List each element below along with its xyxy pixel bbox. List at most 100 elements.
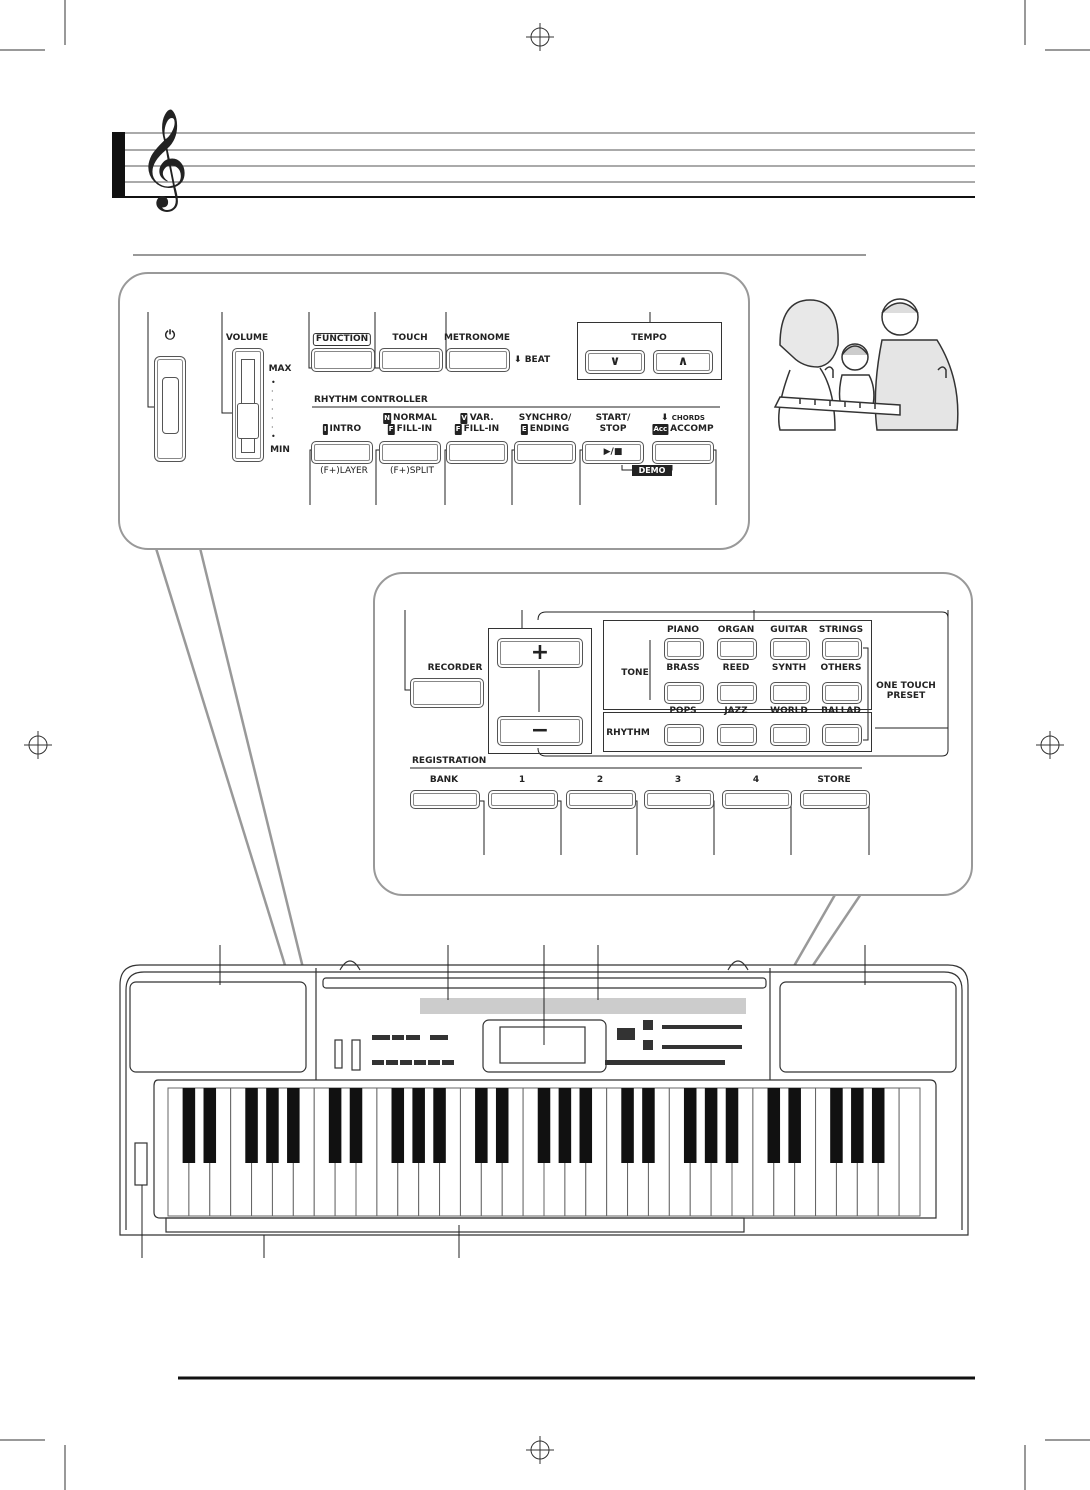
crosshair-icon — [526, 23, 554, 51]
registration-label-3: 3 — [674, 775, 682, 785]
tone-label: TONE — [621, 668, 649, 678]
rhythm-button-label-line2: STOP — [600, 424, 627, 435]
black-key — [266, 1088, 279, 1163]
preset-label: BALLAD — [821, 706, 861, 716]
minus-button[interactable]: − — [497, 716, 583, 746]
registration-button-2[interactable] — [566, 790, 636, 809]
touch-button[interactable] — [379, 348, 443, 372]
registration-label: REGISTRATION — [412, 756, 487, 766]
registration-label-2: 2 — [596, 775, 604, 785]
preset-label: STRINGS — [818, 625, 864, 635]
registration-button-3[interactable] — [644, 790, 714, 809]
badge-icon: V — [460, 413, 468, 424]
tone-group — [603, 620, 872, 710]
rhythm-button-label-text: SYNCHRO/ — [518, 413, 572, 423]
black-key — [683, 1088, 697, 1163]
rhythm-controller-button-5[interactable] — [652, 441, 714, 464]
download-icon: ⬇ — [661, 413, 672, 423]
black-key — [475, 1088, 488, 1163]
preset-button-synth[interactable] — [770, 682, 810, 704]
preset-button-jazz[interactable] — [717, 724, 757, 746]
black-key — [245, 1088, 258, 1163]
badge-icon: Acc — [652, 424, 669, 435]
registration-button-store[interactable] — [800, 790, 870, 809]
black-key — [433, 1088, 446, 1163]
rhythm-label: RHYTHM — [606, 728, 650, 738]
volume-knob[interactable] — [237, 403, 259, 439]
volume-slider[interactable] — [232, 348, 264, 462]
rhythm-button-label-text: FILL-IN — [463, 424, 500, 434]
rhythm-button-label-line1: START/ — [596, 413, 631, 424]
preset-button-organ[interactable] — [717, 638, 757, 660]
preset-button-ballad[interactable] — [822, 724, 862, 746]
preset-button-others[interactable] — [822, 682, 862, 704]
badge-icon: F — [454, 424, 462, 435]
preset-button-guitar[interactable] — [770, 638, 810, 660]
preset-label: OTHERS — [820, 663, 862, 673]
plus-button[interactable]: + — [497, 638, 583, 668]
preset-button-world[interactable] — [770, 724, 810, 746]
preset-button-piano[interactable] — [664, 638, 704, 660]
black-key — [287, 1088, 300, 1163]
preset-button-reed[interactable] — [717, 682, 757, 704]
black-key — [328, 1088, 342, 1163]
metronome-button[interactable] — [446, 348, 510, 372]
preset-button-pops[interactable] — [664, 724, 704, 746]
registration-button-bank[interactable] — [410, 790, 480, 809]
preset-button-strings[interactable] — [822, 638, 862, 660]
registration-label-0: BANK — [429, 775, 459, 785]
registration-label-1: 1 — [518, 775, 526, 785]
power-switch-knob — [162, 377, 179, 434]
preset-label: PIANO — [666, 625, 700, 635]
crosshair-icon — [526, 1436, 554, 1464]
rhythm-button-label-text: CHORDS — [671, 414, 705, 422]
registration-button-4[interactable] — [722, 790, 792, 809]
black-key — [203, 1088, 217, 1163]
plus-minus-group — [488, 628, 592, 754]
rhythm-group — [603, 712, 872, 752]
crosshair-icon — [1036, 731, 1064, 759]
tempo-down-button[interactable]: ∨ — [585, 350, 645, 374]
registration-button-1[interactable] — [488, 790, 558, 809]
rhythm-button-label-text: START/ — [595, 413, 631, 423]
recorder-label: RECORDER — [427, 663, 483, 673]
rhythm-controller-button-0[interactable] — [311, 441, 373, 464]
tempo-up-button[interactable]: ∧ — [653, 350, 713, 374]
rhythm-button-label-text: VAR. — [469, 413, 494, 423]
black-key — [830, 1088, 843, 1163]
rhythm-controller-button-1[interactable] — [379, 441, 441, 464]
rhythm-button-label-text: ACCOMP — [670, 424, 714, 434]
preset-label: REED — [722, 663, 750, 673]
one-touch-preset-label: ONE TOUCH PRESET — [876, 681, 936, 701]
rhythm-controller-button-4[interactable]: ▶/■ — [582, 441, 644, 464]
rhythm-controller-button-2[interactable] — [446, 441, 508, 464]
power-icon: ⏻ — [164, 328, 176, 343]
volume-max-label: MAX — [268, 364, 292, 374]
black-key — [725, 1088, 739, 1163]
black-key — [495, 1088, 509, 1163]
preset-label: WORLD — [770, 706, 808, 716]
preset-button-brass[interactable] — [664, 682, 704, 704]
beat-label: ⬇ BEAT — [514, 355, 550, 365]
tempo-group — [577, 322, 722, 380]
tempo-label: TEMPO — [631, 333, 667, 343]
rhythm-button-label-text: NORMAL — [393, 413, 437, 423]
rhythm-controller-button-3[interactable] — [514, 441, 576, 464]
touch-label: TOUCH — [392, 333, 428, 343]
rhythm-controller-label: RHYTHM CONTROLLER — [314, 395, 428, 405]
volume-label: VOLUME — [225, 333, 269, 343]
rhythm-button-label-line1: SYNCHRO/ — [519, 413, 572, 424]
preset-label: BRASS — [666, 663, 700, 673]
white-key — [898, 1087, 921, 1217]
power-switch[interactable] — [154, 356, 186, 462]
function-button[interactable] — [311, 348, 375, 372]
recorder-button[interactable] — [410, 678, 484, 708]
black-key — [621, 1088, 634, 1163]
